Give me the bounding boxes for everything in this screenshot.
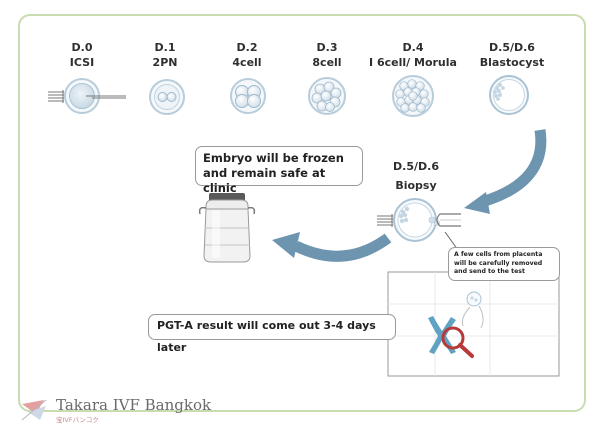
stage-name: 2PN — [152, 56, 178, 69]
stage-day: D.4 — [402, 41, 424, 54]
stage-label-d5: D.5/D.6 Blastocyst — [480, 40, 544, 70]
stage-label-d0: D.0 ICSI — [70, 40, 94, 70]
stage-name: I 6cell/ Morula — [369, 56, 457, 69]
arrow-to-freezer — [272, 232, 392, 262]
stage-day: D.2 — [236, 41, 258, 54]
brand-name: Takara IVF Bangkok — [56, 396, 212, 414]
result-note: PGT-A result will come out 3-4 days late… — [148, 314, 396, 354]
arrow-to-biopsy — [464, 129, 547, 214]
stage-label-d3: D.3 8cell — [312, 40, 341, 70]
stage-day: D.3 — [316, 41, 338, 54]
stage-label-d1: D.1 2PN — [153, 40, 178, 70]
stage-label-d2: D.2 4cell — [232, 40, 261, 70]
icsi-embryo-icon — [48, 78, 126, 114]
stage-day: D.0 — [71, 41, 93, 54]
brand-subtitle: 宝IVFバンコク — [56, 416, 99, 424]
2pn-embryo-icon — [149, 79, 185, 115]
biopsy-text: Biopsy — [395, 179, 437, 192]
stage-day: D.5/D.6 — [489, 41, 535, 54]
stage-name: 8cell — [312, 56, 342, 69]
morula-embryo-icon — [392, 75, 434, 117]
stage-label-d4: D.4 I 6cell/ Morula — [369, 40, 457, 70]
biopsy-label: D.5/D.6 Biopsy — [393, 157, 439, 195]
4cell-embryo-icon — [230, 78, 266, 114]
stage-day: D.1 — [154, 41, 176, 54]
biopsy-embryo-icon — [377, 198, 461, 251]
biopsy-day: D.5/D.6 — [393, 160, 439, 173]
stage-name: Blastocyst — [479, 56, 545, 69]
placenta-note: A few cells from placenta will be carefu… — [448, 247, 560, 281]
blastocyst-icon — [489, 75, 529, 115]
8cell-embryo-icon — [308, 77, 346, 115]
takara-logo-icon — [21, 399, 47, 421]
chromosome-magnifier-icon — [428, 316, 474, 358]
stage-name: 4cell — [232, 56, 262, 69]
freeze-note: Embryo will be frozen and remain safe at… — [195, 146, 363, 195]
stage-name: ICSI — [69, 56, 95, 69]
brand-logo: Takara IVF Bangkok 宝IVFバンコク — [20, 396, 211, 426]
cryo-tank-icon — [198, 193, 256, 263]
lab-test-box — [387, 271, 560, 377]
